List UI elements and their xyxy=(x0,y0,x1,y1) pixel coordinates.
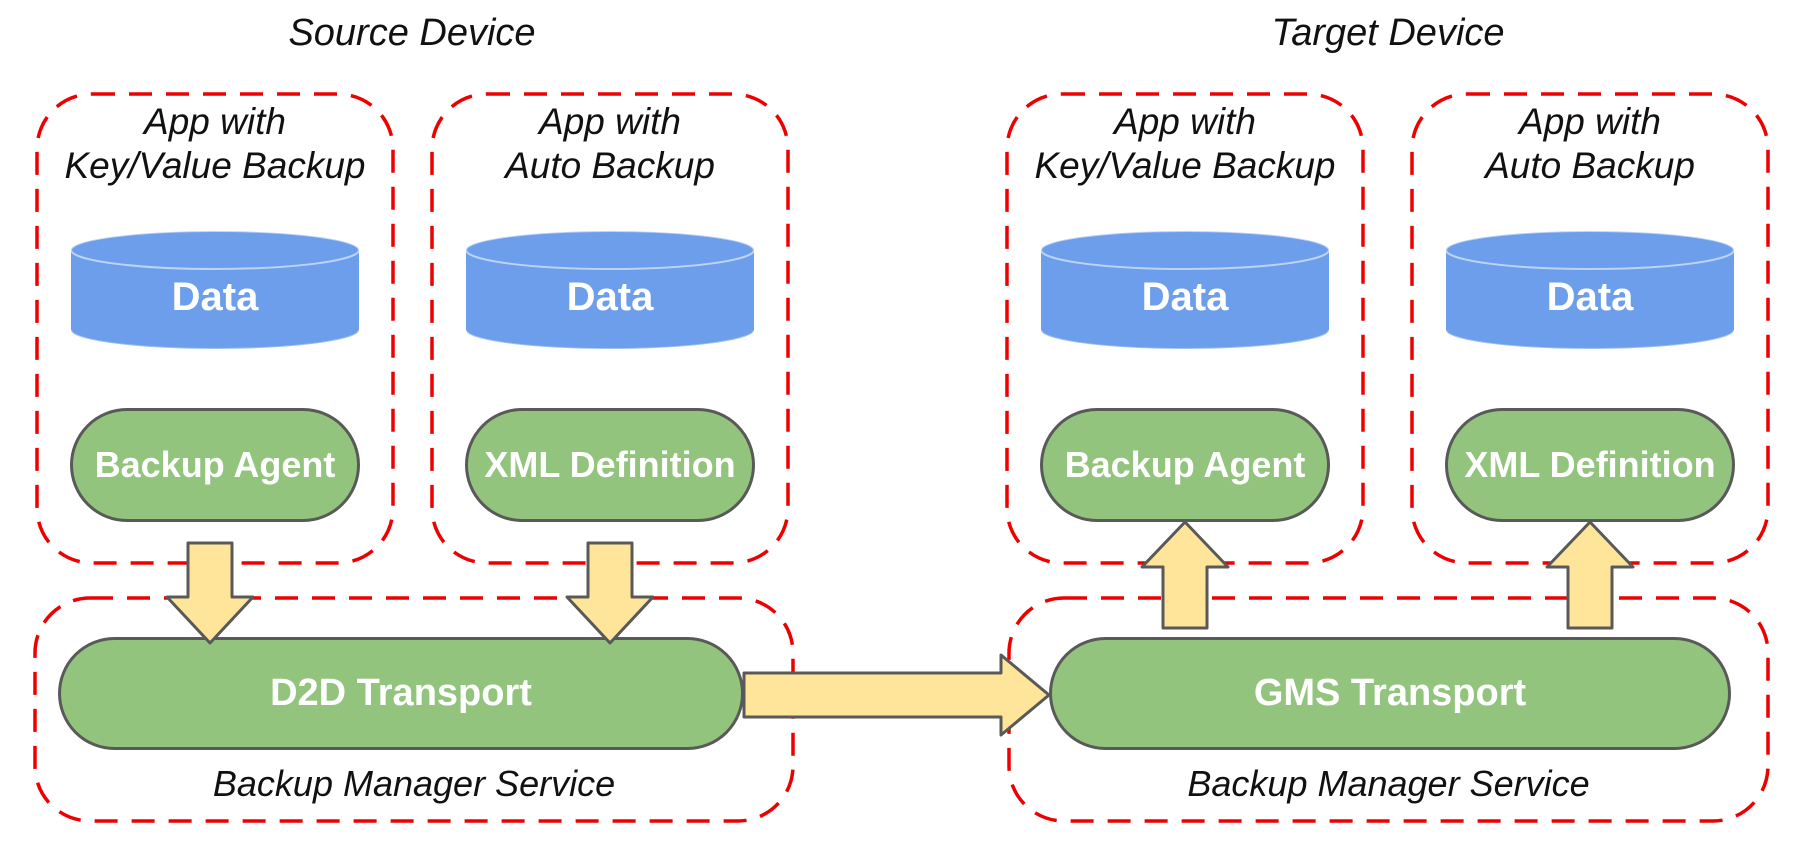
cylinder-top-ellipse xyxy=(70,230,360,270)
target-keyvalue-data-label: Data xyxy=(1141,275,1229,319)
arrow-right-d2d-to-gms-icon xyxy=(742,653,1051,737)
cylinder-body xyxy=(71,250,359,349)
target-keyvalue-data-cylinder-icon xyxy=(1040,230,1330,350)
up-arrow-shape xyxy=(1545,520,1635,630)
target-backup-manager-service-box xyxy=(1007,596,1770,823)
dashed-border-rect xyxy=(1007,596,1770,823)
d2d-transport-pill: D2D Transport xyxy=(58,637,744,750)
source-auto-data-cylinder-icon xyxy=(465,230,755,350)
app-label-line1: App with xyxy=(539,101,681,142)
target-auto-data-label: Data xyxy=(1546,275,1634,319)
app-label-line2: Key/Value Backup xyxy=(1034,145,1336,186)
cylinder-bottom-highlight xyxy=(70,329,360,350)
arrow-up-gms-to-xml-definition-icon xyxy=(1545,520,1635,630)
app-label-line1: App with xyxy=(144,101,286,142)
arrow-up-gms-to-backup-agent-icon xyxy=(1140,520,1230,630)
cylinder-body xyxy=(466,250,754,349)
target-device-title: Target Device xyxy=(1271,12,1505,54)
right-arrow-shape xyxy=(742,653,1051,737)
source-auto-app-label: App with Auto Backup xyxy=(430,100,790,188)
cylinder-body xyxy=(1041,250,1329,349)
arrow-down-xml-definition-to-d2d-icon xyxy=(565,541,655,645)
down-arrow-shape xyxy=(165,541,255,645)
arrow-down-backup-agent-to-d2d-icon xyxy=(165,541,255,645)
cylinder-top-ellipse xyxy=(465,230,755,270)
target-backup-manager-service-label: Backup Manager Service xyxy=(1187,763,1590,804)
app-label-line2: Key/Value Backup xyxy=(64,145,366,186)
app-label-line1: App with xyxy=(1519,101,1661,142)
down-arrow-shape xyxy=(565,541,655,645)
target-backup-agent-pill: Backup Agent xyxy=(1040,408,1330,522)
target-auto-app-label: App with Auto Backup xyxy=(1410,100,1770,188)
cylinder-body xyxy=(1446,250,1734,349)
cylinder-bottom-highlight xyxy=(1040,329,1330,350)
source-auto-data-label: Data xyxy=(566,275,654,319)
source-backup-agent-pill: Backup Agent xyxy=(70,408,360,522)
target-auto-data-cylinder-icon xyxy=(1445,230,1735,350)
source-keyvalue-data-label: Data xyxy=(171,275,259,319)
cylinder-top-ellipse xyxy=(1445,230,1735,270)
source-xml-definition-pill: XML Definition xyxy=(465,408,755,522)
source-device-title: Source Device xyxy=(288,12,536,54)
target-xml-definition-pill: XML Definition xyxy=(1445,408,1735,522)
app-label-line2: Auto Backup xyxy=(505,145,715,186)
cylinder-bottom-highlight xyxy=(465,329,755,350)
app-label-line2: Auto Backup xyxy=(1485,145,1695,186)
up-arrow-shape xyxy=(1140,520,1230,630)
cylinder-top-ellipse xyxy=(1040,230,1330,270)
source-keyvalue-app-label: App with Key/Value Backup xyxy=(35,100,395,188)
target-keyvalue-app-label: App with Key/Value Backup xyxy=(1005,100,1365,188)
cylinder-bottom-highlight xyxy=(1445,329,1735,350)
gms-transport-pill: GMS Transport xyxy=(1049,637,1731,750)
app-label-line1: App with xyxy=(1114,101,1256,142)
source-keyvalue-data-cylinder-icon xyxy=(70,230,360,350)
source-backup-manager-service-label: Backup Manager Service xyxy=(212,763,616,804)
